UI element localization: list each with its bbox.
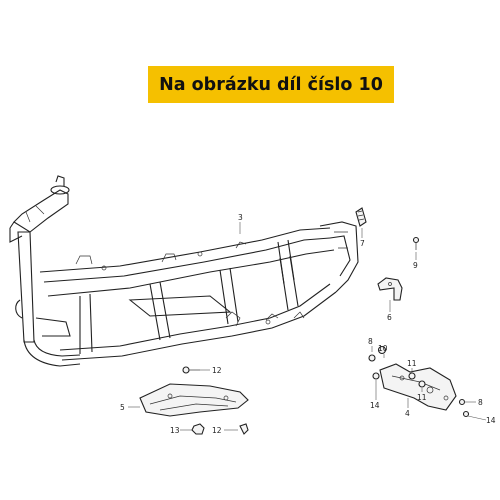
callout-6: 6 [387, 313, 392, 322]
right-bolt-stack [458, 398, 470, 418]
callout-12-upper: 12 [212, 366, 222, 375]
part-13-nut [191, 423, 205, 435]
callout-8-right: 8 [478, 398, 483, 407]
callout-14-left: 14 [370, 401, 380, 410]
part-12-lower-bolt [239, 423, 249, 435]
part-12-upper-bolt [182, 366, 200, 374]
callout-13: 13 [170, 426, 180, 435]
part-9-bolt [412, 236, 420, 250]
callout-4: 4 [405, 409, 410, 418]
part-7-rubber-pad [355, 207, 367, 227]
callout-14-right: 14 [486, 416, 496, 425]
leader-lines [128, 222, 487, 431]
callout-7: 7 [360, 239, 365, 248]
callout-8-upper: 8 [368, 337, 373, 346]
callout-9: 9 [413, 261, 418, 270]
part-6-bracket [377, 277, 403, 301]
part-11-washers [408, 372, 426, 388]
part-4-stand-bracket [379, 363, 457, 411]
callout-12-lower: 12 [212, 426, 222, 435]
main-frame [9, 175, 359, 367]
banner-text: Na obrázku díl číslo 10 [159, 74, 383, 95]
callout-11-upper: 11 [407, 359, 417, 368]
callout-10: 10 [378, 344, 388, 353]
part-5-under-plate [139, 383, 249, 417]
callout-3: 3 [238, 213, 243, 222]
callout-11-lower: 11 [417, 393, 427, 402]
callout-5: 5 [120, 403, 125, 412]
left-bolt-stack [368, 345, 387, 380]
part-number-banner: Na obrázku díl číslo 10 [148, 66, 394, 103]
